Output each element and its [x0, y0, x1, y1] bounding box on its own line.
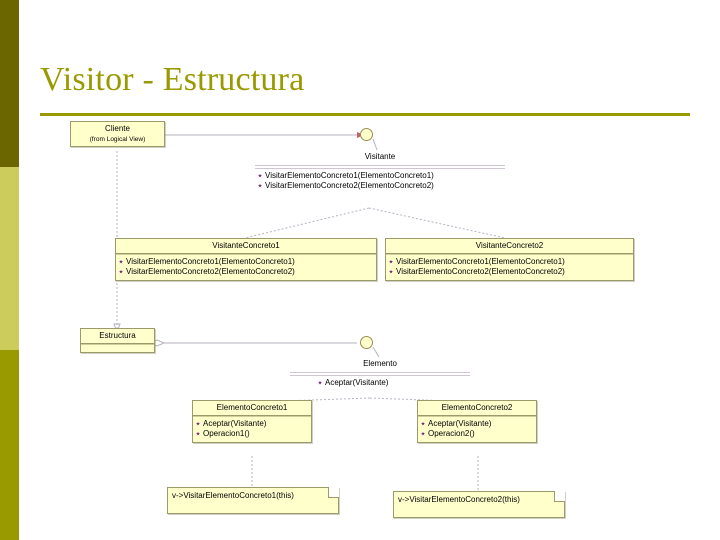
compartment-divider-2 [116, 254, 376, 255]
class-box-elemento[interactable]: Elemento Aceptar(Visitante) [290, 357, 470, 391]
sidebar-band-bottom [0, 350, 19, 540]
class-box-elemento-concreto-2[interactable]: ElementoConcreto2 Aceptar(Visitante) Ope… [417, 400, 537, 443]
operation: Aceptar(Visitante) [318, 378, 468, 388]
class-name: VisitanteConcreto2 [475, 241, 544, 250]
note-fold-corner-icon [328, 487, 339, 498]
operation: VisitarElementoConcreto2(ElementoConcret… [389, 267, 631, 277]
operation: VisitarElementoConcreto2(ElementoConcret… [119, 267, 374, 277]
class-box-visitante-concreto-2[interactable]: VisitanteConcreto2 VisitarElementoConcre… [385, 238, 634, 281]
note-fold-corner-icon [554, 491, 565, 502]
compartment-divider [290, 372, 470, 373]
operations-list: Aceptar(Visitante) Operacion2() [418, 417, 536, 442]
operation: VisitarElementoConcreto1(ElementoConcret… [389, 257, 631, 267]
compartment-divider-2 [386, 254, 633, 255]
compartment-divider [386, 253, 633, 254]
note-box-2[interactable]: v->VisitarElementoConcreto2(this) [393, 491, 565, 518]
class-name: ElementoConcreto2 [441, 403, 513, 412]
operation: Operacion1() [196, 429, 309, 439]
note-text: v->VisitarElementoConcreto2(this) [398, 495, 520, 504]
operation: Aceptar(Visitante) [421, 419, 534, 429]
class-box-visitante-concreto-1[interactable]: VisitanteConcreto1 VisitarElementoConcre… [115, 238, 377, 281]
class-name: Cliente [105, 124, 130, 133]
operation: VisitarElementoConcreto1(ElementoConcret… [258, 171, 503, 181]
class-name: Visitante [364, 152, 396, 161]
empty-compartment [81, 345, 154, 352]
operations-list: Aceptar(Visitante) [290, 376, 470, 391]
operations-list: Aceptar(Visitante) Operacion1() [193, 417, 311, 442]
operations-list: VisitarElementoConcreto1(ElementoConcret… [255, 169, 505, 194]
compartment-divider-2 [193, 416, 311, 417]
sidebar-band-top [0, 0, 19, 167]
compartment-divider [193, 415, 311, 416]
interface-lollipop-visitante-icon[interactable] [360, 128, 373, 141]
class-stereotype: (from Logical View) [89, 136, 146, 143]
note-box-1[interactable]: v->VisitarElementoConcreto1(this) [167, 487, 339, 514]
operations-list: VisitarElementoConcreto1(ElementoConcret… [386, 255, 633, 280]
operation: VisitarElementoConcreto2(ElementoConcret… [258, 181, 503, 191]
compartment-divider [418, 415, 536, 416]
title-underline [40, 113, 690, 116]
class-box-visitante[interactable]: Visitante VisitarElementoConcreto1(Eleme… [255, 150, 505, 194]
compartment-divider-2 [418, 416, 536, 417]
class-box-cliente[interactable]: Cliente (from Logical View) [70, 121, 165, 147]
compartment-divider [116, 253, 376, 254]
compartment-divider-2 [255, 168, 505, 169]
class-name: Elemento [363, 359, 397, 368]
operations-list: VisitarElementoConcreto1(ElementoConcret… [116, 255, 376, 280]
compartment-divider-2 [81, 344, 154, 345]
class-name: VisitanteConcreto1 [212, 241, 280, 250]
note-text: v->VisitarElementoConcreto1(this) [172, 491, 294, 500]
sidebar-band-middle [0, 167, 19, 350]
class-name: Estructura [99, 331, 136, 340]
interface-lollipop-elemento-icon[interactable] [360, 336, 373, 349]
class-box-estructura[interactable]: Estructura [80, 328, 155, 353]
compartment-divider-2 [290, 375, 470, 376]
operation: Operacion2() [421, 429, 534, 439]
class-box-elemento-concreto-1[interactable]: ElementoConcreto1 Aceptar(Visitante) Ope… [192, 400, 312, 443]
operation: VisitarElementoConcreto1(ElementoConcret… [119, 257, 374, 267]
operation: Aceptar(Visitante) [196, 419, 309, 429]
page-title: Visitor - Estructura [40, 61, 305, 98]
compartment-divider [255, 165, 505, 166]
class-name: ElementoConcreto1 [216, 403, 288, 412]
compartment-divider [81, 343, 154, 344]
